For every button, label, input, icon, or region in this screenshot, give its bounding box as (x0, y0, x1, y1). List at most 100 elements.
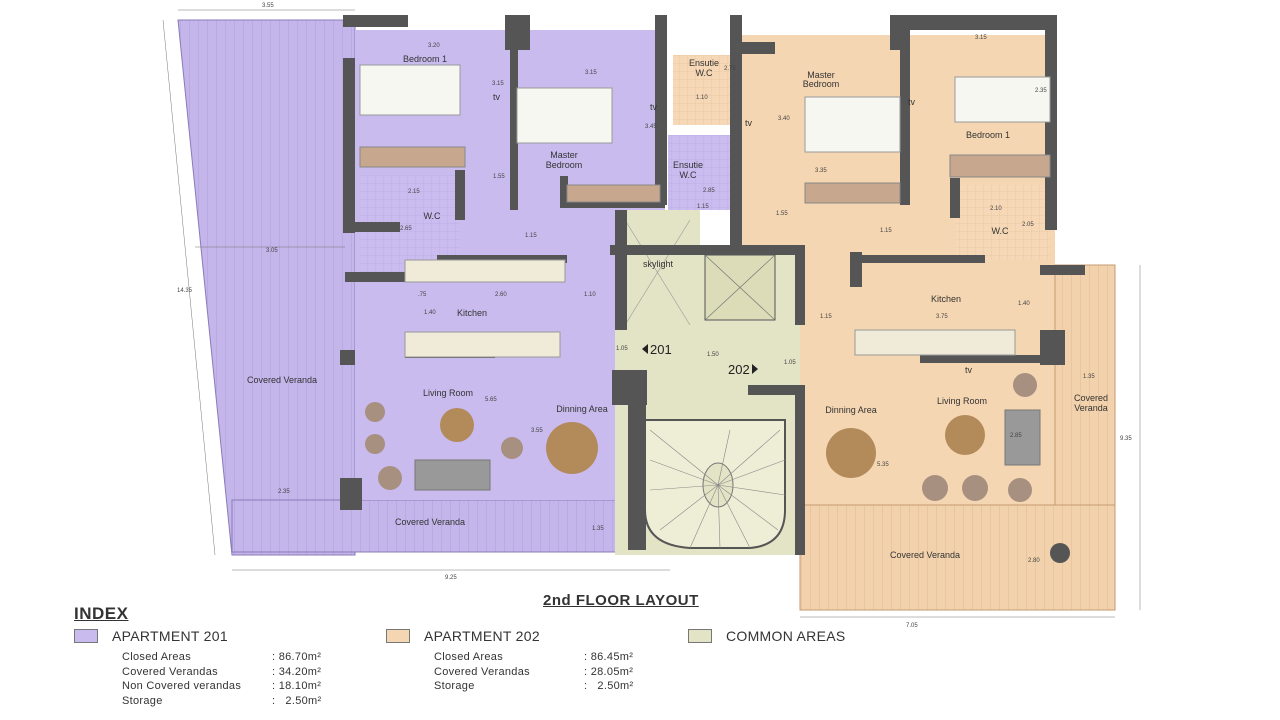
label-202-wc: W.C (992, 226, 1009, 236)
dim-wc-201-h: 2.65 (400, 226, 412, 232)
stat-row: Storage : 2.50m² (434, 679, 633, 694)
dim-veranda-202-bottom-h: 2.80 (1028, 558, 1040, 564)
dim-veranda-201-bottom: 2.35 (278, 489, 290, 495)
label-202-kitchen: Kitchen (931, 294, 961, 304)
stat-value: : 86.70m² (272, 651, 322, 663)
dim-k202-h: 1.40 (1018, 301, 1030, 307)
ensuite-202-floor (673, 55, 735, 125)
label-201-tv2: tv (650, 102, 658, 112)
dim-side-201-h: 14.35 (177, 288, 193, 294)
label-202-tv3: tv (965, 365, 973, 375)
swatch-apartment-202 (386, 629, 410, 643)
stat-row: Closed Areas : 86.45m² (434, 650, 633, 665)
label-202-bedroom1: Bedroom 1 (966, 130, 1010, 140)
swatch-common-areas (688, 629, 712, 643)
dimension-lines (162, 9, 1141, 618)
label-202-tv1: tv (745, 118, 753, 128)
label-202-master-1: Master (807, 70, 835, 80)
label-202-master-2: Bedroom (803, 79, 840, 89)
stat-row: Covered Verandas : 28.05m² (434, 665, 633, 680)
dim-ens-201-w: 1.10 (696, 95, 708, 101)
dim-top-left: 3.55 (262, 3, 274, 9)
legend-apartment-202: APARTMENT 202 (386, 628, 540, 644)
stats-apartment-201: Closed Areas : 86.70m² Covered Verandas : … (122, 650, 321, 708)
label-201-ensuite-1: Ensutie (673, 160, 703, 170)
veranda-201-side (177, 19, 356, 556)
stat-row: Covered Verandas : 34.20m² (122, 665, 321, 680)
dim-total-202-w: 7.05 (906, 623, 918, 629)
legend-label-202: APARTMENT 202 (424, 628, 540, 644)
stat-key: Covered Verandas (434, 665, 530, 678)
dim-bed1-201-w: 3.20 (428, 43, 440, 49)
label-202-tv2: tv (908, 97, 916, 107)
dim-dining-201-h: 3.55 (531, 428, 543, 434)
label-202-dining: Dinning Area (825, 405, 877, 415)
dim-k201-h: 1.40 (424, 310, 436, 316)
dim-wc-202-h: 2.05 (1022, 222, 1034, 228)
dim-total-201-w: 9.25 (445, 575, 457, 581)
dim-d202: 1.50 (707, 352, 719, 358)
stat-key: Storage (434, 680, 475, 692)
bed-202-master (804, 96, 901, 153)
stats-apartment-202: Closed Areas : 86.45m² Covered Verandas : … (434, 650, 633, 694)
wc-202-floor (955, 185, 1050, 260)
veranda-201-bottom (231, 499, 638, 553)
stat-value: : 18.10m² (272, 680, 322, 692)
dim-ens2-201-h: 2.85 (703, 188, 715, 194)
stat-value: : 2.50m² (584, 680, 634, 692)
dim-veranda-201-w: 3.05 (266, 248, 278, 254)
door-201-label[interactable]: 201 (650, 342, 672, 357)
label-201-veranda-bottom: Covered Veranda (395, 517, 465, 527)
dim-bed1-202-h: 2.35 (1035, 88, 1047, 94)
legend-common-areas: COMMON AREAS (688, 628, 846, 644)
label-201-living: Living Room (423, 388, 473, 398)
index-title: INDEX (74, 604, 129, 623)
dim-d202b: 1.05 (784, 360, 796, 366)
stat-value: : 86.45m² (584, 651, 634, 663)
stat-key: Closed Areas (122, 651, 192, 663)
bed-201-master (516, 87, 613, 144)
label-202-ensuite-2: W.C (696, 68, 713, 78)
swatch-apartment-201 (74, 629, 98, 643)
dim-k201-c: 1.10 (584, 292, 596, 298)
legend-apartment-201: APARTMENT 201 (74, 628, 228, 644)
dim-ens2-201-w: 1.15 (697, 204, 709, 210)
label-201-ensuite-2: W.C (680, 170, 697, 180)
dim-corr-202: 1.55 (776, 211, 788, 217)
stat-key: Storage (122, 694, 163, 707)
dim-k201-b: 2.60 (495, 292, 507, 298)
label-201-master-2: Bedroom (546, 160, 583, 170)
stat-key: Closed Areas (434, 651, 504, 663)
dim-hall-201: 1.15 (525, 233, 537, 239)
label-201-tv1: tv (493, 92, 501, 102)
dim-bed1-201-h: 3.15 (492, 81, 504, 87)
dim-ens-201-h: 2.75 (724, 66, 736, 72)
stat-row: Non Covered verandas : 18.10m² (122, 679, 321, 694)
dim-bed1-202-w: 3.15 (975, 35, 987, 41)
stat-value: : 34.20m² (272, 665, 322, 678)
furniture (359, 64, 1070, 563)
legend-label-common: COMMON AREAS (726, 628, 846, 644)
dim-corr-201: 1.55 (493, 174, 505, 180)
dim-veranda-202-h: 2.85 (1010, 433, 1022, 439)
label-202-living: Living Room (937, 396, 987, 406)
dim-k201-a: .75 (418, 292, 427, 298)
dim-veranda-202-side: 1.35 (1083, 374, 1095, 380)
door-201-arrow-icon (642, 344, 648, 354)
dim-d201: 1.05 (616, 346, 628, 352)
bed-201-bedroom1 (359, 64, 461, 116)
stat-key: Non Covered verandas (122, 680, 242, 692)
door-202-label[interactable]: 202 (728, 362, 750, 377)
label-202-ensuite-1: Ensutie (689, 58, 719, 68)
stat-key: Covered Verandas (122, 665, 218, 678)
stat-value: : 28.05m² (584, 665, 634, 678)
dim-veranda-201-h: 1.35 (592, 526, 604, 532)
label-201-wc: W.C (424, 211, 441, 221)
stat-row: Closed Areas : 86.70m² (122, 650, 321, 665)
dim-wc-201-w: 2.15 (408, 189, 420, 195)
stat-row: Storage: 2.50m² (122, 694, 321, 709)
index-legend: INDEX APARTMENT 201 Closed Areas : 86.70m… (74, 604, 974, 720)
dim-master-201-h: 3.45 (645, 124, 657, 130)
dim-k202-a: 1.15 (820, 314, 832, 320)
